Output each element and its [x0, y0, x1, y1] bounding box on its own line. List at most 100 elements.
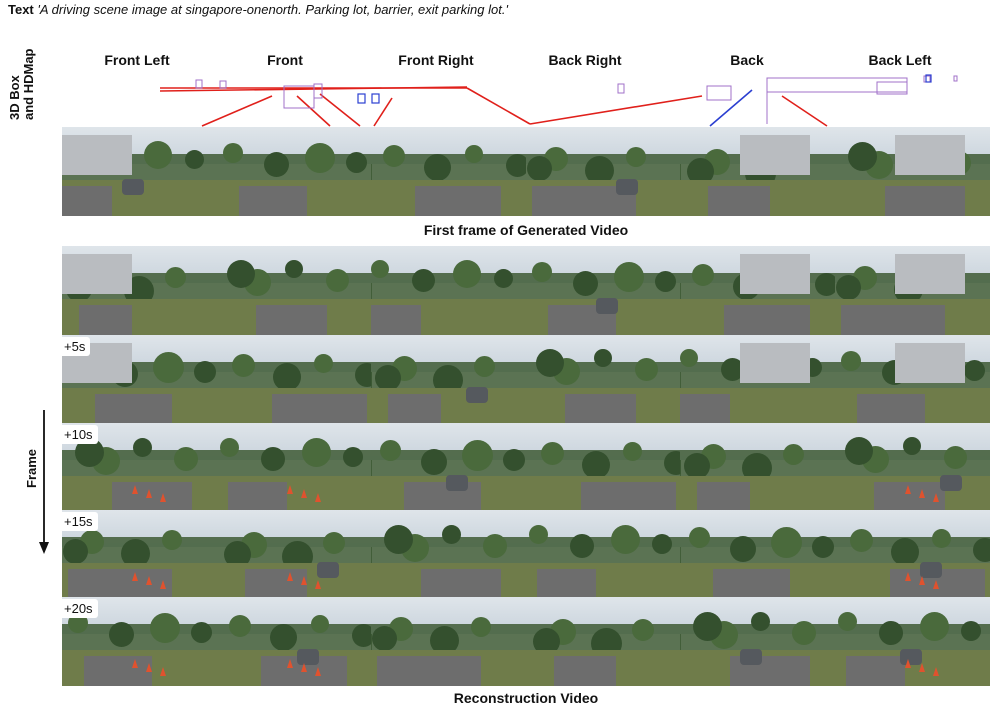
tile-tree	[474, 356, 496, 377]
tile-cone	[919, 663, 925, 672]
tile-tree	[194, 361, 216, 383]
tile-cone	[933, 667, 939, 676]
tile-tree	[613, 262, 644, 292]
tile-tree	[771, 527, 803, 558]
tile-road	[79, 304, 132, 335]
tile-cone	[300, 663, 307, 672]
tile-tree	[442, 525, 462, 544]
tile-road	[421, 568, 502, 599]
tile-tree	[272, 363, 301, 391]
tile-building	[62, 135, 132, 175]
tile-tree	[313, 354, 333, 373]
tile-tree	[631, 619, 654, 641]
tile-tree	[150, 613, 180, 643]
tile-cone	[286, 659, 293, 668]
tile-road	[112, 481, 192, 512]
camera-tile	[680, 246, 836, 335]
tile-tree	[654, 271, 676, 292]
tile-tree	[185, 150, 204, 169]
camera-tile	[371, 597, 527, 686]
tile-cone	[146, 663, 152, 672]
tile-road	[415, 185, 502, 216]
tile-tree	[572, 271, 598, 296]
tile-car	[316, 562, 339, 578]
tile-tree	[721, 358, 745, 381]
tile-tree	[535, 349, 564, 377]
recon-row-0s	[62, 246, 990, 335]
tile-tree	[932, 529, 951, 548]
tile-road	[708, 185, 771, 216]
tile-tree	[815, 273, 836, 296]
camera-tile	[835, 510, 990, 599]
view-name-back-right: Back Right	[548, 52, 622, 68]
tile-tree	[684, 453, 711, 479]
tile-car	[615, 179, 638, 195]
camera-tile	[62, 597, 217, 686]
tile-building	[740, 135, 811, 175]
camera-tile	[525, 423, 681, 512]
camera-tile	[216, 246, 372, 335]
camera-tile	[525, 597, 681, 686]
tile-tree	[792, 621, 817, 645]
camera-tile	[680, 335, 836, 424]
tile-road	[564, 393, 636, 424]
tile-cone	[919, 489, 925, 498]
tile-tree	[526, 156, 552, 181]
tile-tree	[372, 626, 398, 651]
tile-car	[296, 649, 319, 665]
tile-tree	[219, 438, 239, 457]
tile-tree	[412, 269, 436, 292]
side-label: 3D Box and HDMap	[4, 36, 44, 126]
recon-row-20s	[62, 597, 990, 686]
tile-tree	[384, 525, 414, 554]
tile-cone	[132, 659, 138, 668]
camera-tile	[525, 335, 681, 424]
tile-road	[238, 185, 307, 216]
tile-building	[740, 343, 811, 383]
hdmap-blue-line	[709, 89, 753, 127]
camera-tile	[835, 335, 990, 424]
tile-road	[713, 568, 791, 599]
tile-tree	[269, 624, 297, 651]
tile-cone	[933, 493, 939, 502]
recon-row-15s	[62, 510, 990, 599]
tile-road	[697, 481, 751, 512]
tile-road	[724, 304, 811, 335]
tile-tree	[165, 267, 186, 288]
tile-road	[841, 304, 945, 335]
frame-axis-label: Frame	[24, 448, 39, 488]
tile-tree	[581, 451, 610, 479]
time-badge-15s: +15s	[62, 512, 98, 531]
tile-tree	[153, 352, 184, 383]
time-badge-20s: +20s	[62, 599, 98, 618]
tile-car	[740, 649, 763, 665]
tile-tree	[848, 142, 877, 171]
view-name-back: Back	[730, 52, 764, 68]
tile-road	[388, 393, 442, 424]
tile-tree	[465, 145, 484, 163]
camera-tile	[680, 597, 836, 686]
camera-tile	[371, 423, 527, 512]
tile-tree	[231, 354, 255, 377]
tile-tree	[226, 260, 255, 288]
tile-tree	[351, 624, 372, 647]
camera-tile	[525, 127, 681, 216]
tile-road	[536, 568, 596, 599]
tile-road	[68, 568, 172, 599]
tile-cone	[286, 572, 293, 581]
tile-road	[680, 393, 731, 424]
tile-road	[62, 185, 112, 216]
tile-cone	[905, 659, 911, 668]
tile-cone	[919, 576, 925, 585]
tile-tree	[503, 449, 526, 471]
tile-tree	[121, 539, 150, 568]
tile-tree	[689, 527, 711, 548]
tile-tree	[622, 442, 642, 461]
tile-cone	[160, 667, 166, 676]
tile-tree	[680, 349, 699, 367]
tile-tree	[920, 612, 949, 641]
reconstruction-caption: Reconstruction Video	[453, 690, 599, 706]
tile-building	[895, 343, 965, 383]
tile-cone	[905, 485, 911, 494]
tile-building	[62, 254, 132, 294]
